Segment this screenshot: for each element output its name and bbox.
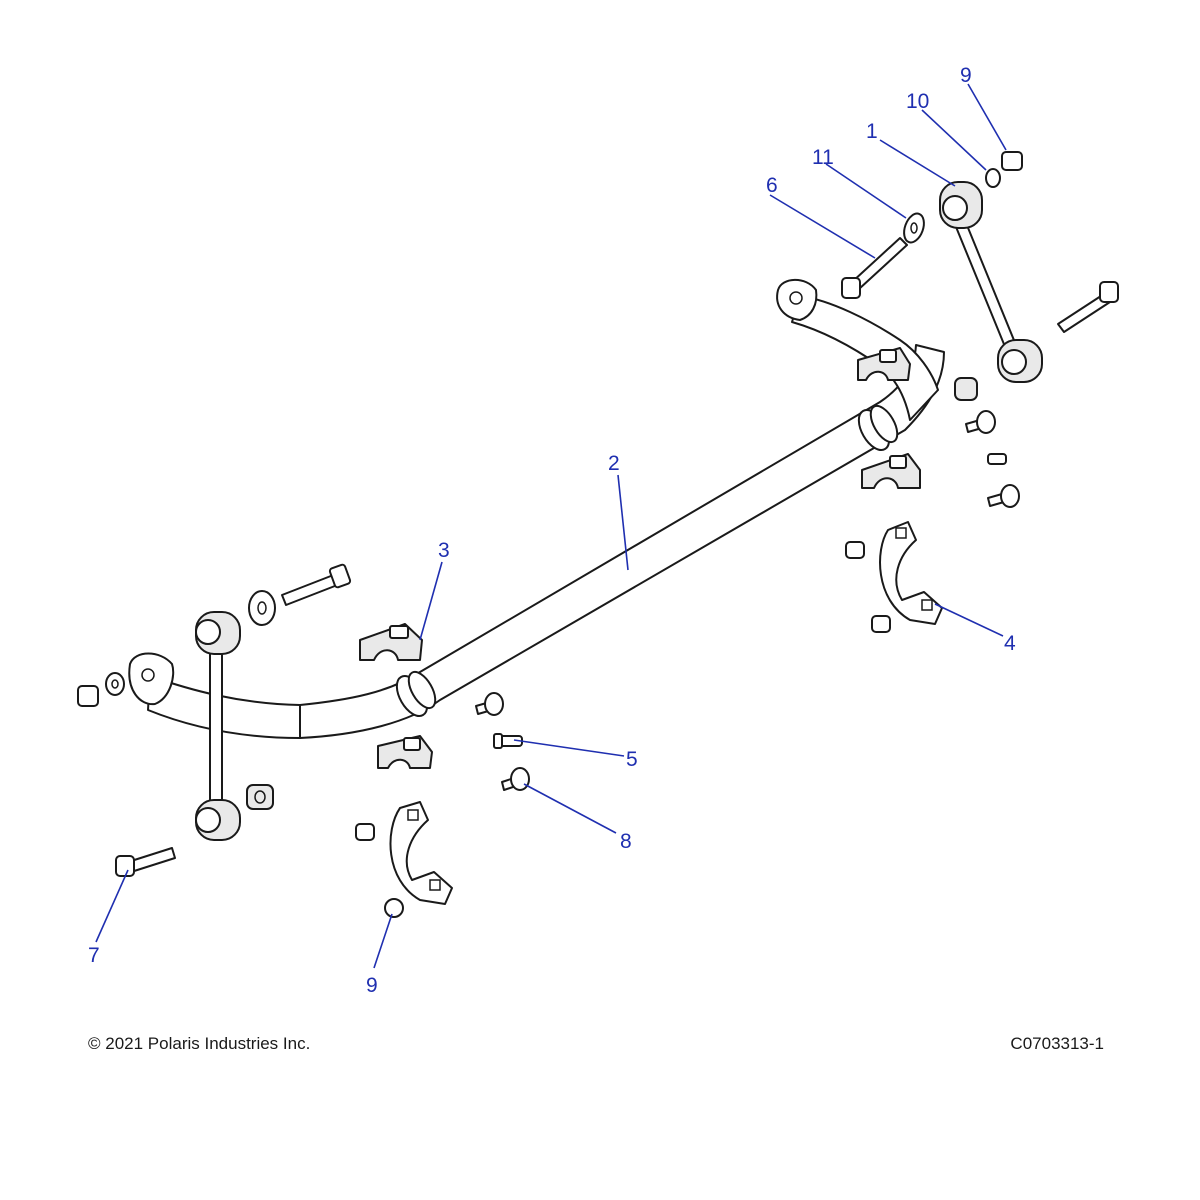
right-end-link — [939, 181, 1043, 383]
right-top-nut — [1001, 151, 1023, 171]
stud-right-upper — [965, 410, 996, 434]
drawing-number: C0703313-1 — [1010, 1034, 1104, 1053]
callout-11: 11 — [812, 146, 834, 169]
right-upper-bolt — [841, 237, 908, 299]
callout-2: 2 — [608, 452, 620, 475]
left-upper-bolt — [281, 563, 352, 606]
callout-1: 1 — [866, 120, 878, 143]
callout-4: 4 — [1004, 632, 1016, 655]
leader-lines — [95, 83, 1007, 969]
callout-5: 5 — [626, 748, 638, 771]
callout-6: 6 — [766, 174, 778, 197]
callout-9-lower: 9 — [366, 974, 378, 997]
stud-left-lower — [501, 767, 530, 791]
left-washer — [248, 590, 276, 626]
stabilizer-bar — [128, 278, 945, 739]
bushing-upper-left — [359, 623, 423, 661]
left-lower-bushing — [246, 784, 274, 810]
copyright-text: © 2021 Polaris Industries Inc. — [88, 1034, 311, 1053]
nut-clamp-right-bottom — [871, 615, 891, 633]
left-end-link — [195, 611, 241, 841]
right-bushing — [954, 377, 978, 401]
stud-right-lower — [987, 484, 1020, 508]
bushing-lower-right — [861, 453, 921, 489]
callout-8: 8 — [620, 830, 632, 853]
lower-left-bolt — [115, 847, 176, 877]
nut-clamp-left-bottom — [384, 898, 404, 918]
right-small-washer — [985, 168, 1001, 188]
callout-7: 7 — [88, 944, 100, 967]
callout-3: 3 — [438, 539, 450, 562]
callout-10: 10 — [906, 90, 929, 113]
nut-clamp-right-top — [845, 541, 865, 559]
clamp-right — [879, 521, 943, 625]
bushing-lower-left — [377, 735, 433, 769]
bushing-upper-right — [857, 347, 911, 381]
right-lower-bolt — [1057, 281, 1119, 333]
callout-9-upper: 9 — [960, 64, 972, 87]
clamp-left — [389, 801, 453, 905]
left-nut-with-washer — [77, 672, 125, 707]
grease-fitting-right — [987, 453, 1007, 465]
right-large-washer — [903, 212, 925, 244]
stud-left-upper — [475, 692, 504, 716]
nut-clamp-left-top — [355, 823, 375, 841]
